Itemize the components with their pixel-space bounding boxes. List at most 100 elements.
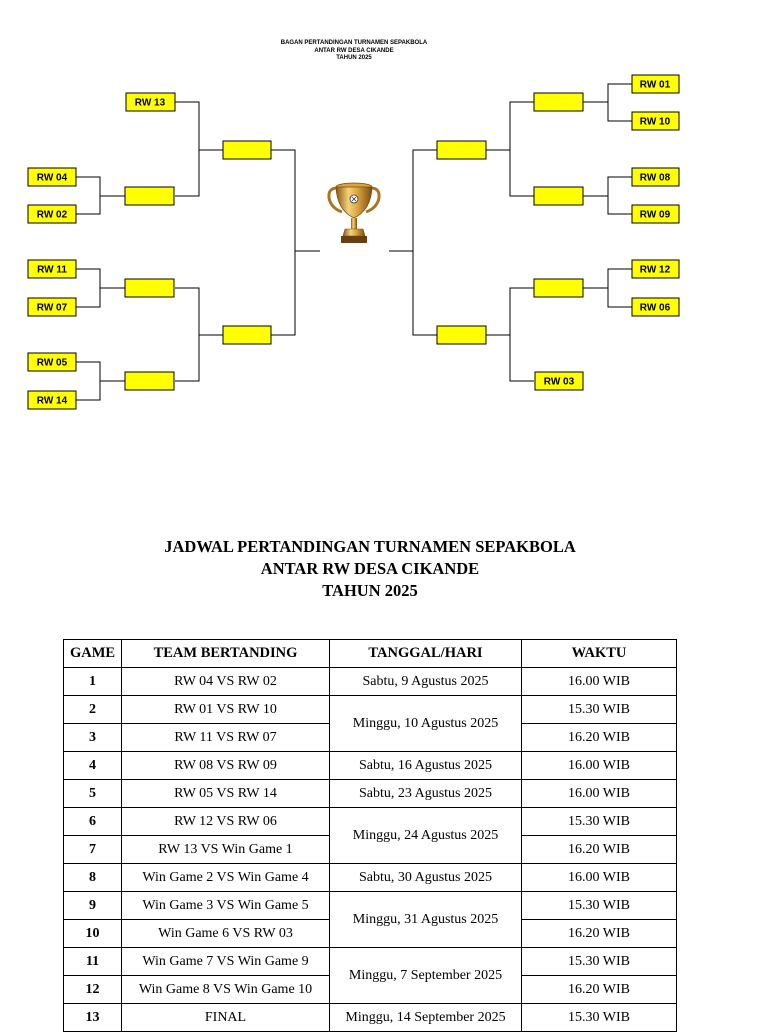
time-cell: 15.30 WIB bbox=[521, 947, 677, 976]
team-label-left-5: RW 07 bbox=[37, 303, 68, 314]
date-cell: Minggu, 7 September 2025 bbox=[329, 947, 522, 1004]
teams-cell: RW 13 VS Win Game 1 bbox=[121, 835, 330, 864]
winner-box-left-game-5 bbox=[124, 371, 175, 391]
team-label-right-5: RW 12 bbox=[640, 265, 671, 276]
game-number-cell: 10 bbox=[63, 919, 122, 948]
teams-cell: RW 01 VS RW 10 bbox=[121, 695, 330, 724]
game-number-cell: 4 bbox=[63, 751, 122, 780]
bracket-line bbox=[607, 176, 632, 215]
team-box-right-7 bbox=[534, 371, 584, 391]
team-box-left-4 bbox=[27, 259, 77, 279]
header-time: WAKTU bbox=[521, 639, 677, 668]
trophy-icon bbox=[327, 182, 381, 243]
time-cell: 16.00 WIB bbox=[521, 779, 677, 808]
team-label-right-4: RW 09 bbox=[640, 210, 671, 221]
winner-box-left-game-3 bbox=[124, 278, 175, 298]
date-cell: Sabtu, 9 Agustus 2025 bbox=[329, 667, 522, 696]
team-label-right-7: RW 03 bbox=[544, 377, 575, 388]
team-label-left-6: RW 05 bbox=[37, 358, 68, 369]
time-cell: 16.00 WIB bbox=[521, 667, 677, 696]
bracket-line bbox=[76, 176, 101, 215]
team-boxes-left bbox=[27, 92, 176, 410]
tournament-bracket: RW 13 RW 04 RW 02 RW 11 RW 07 RW 05 RW 1… bbox=[27, 74, 680, 410]
teams-cell: RW 08 VS RW 09 bbox=[121, 751, 330, 780]
team-label-right-1: RW 01 bbox=[640, 80, 671, 91]
team-label-left-7: RW 14 bbox=[37, 396, 68, 407]
team-box-right-6 bbox=[631, 297, 680, 317]
schedule-title-line-2: ANTAR RW DESA CIKANDE bbox=[260, 559, 480, 578]
header-team: TEAM BERTANDING bbox=[121, 639, 330, 668]
winner-box-right-game-10 bbox=[436, 325, 487, 345]
bracket-line bbox=[509, 287, 534, 382]
date-cell: Minggu, 14 September 2025 bbox=[329, 1003, 522, 1032]
winner-box-right-game-2 bbox=[533, 92, 584, 112]
bracket-lines bbox=[76, 83, 632, 401]
bracket-line bbox=[175, 287, 200, 382]
winner-box-left-game-7 bbox=[222, 140, 272, 160]
teams-cell: Win Game 3 VS Win Game 5 bbox=[121, 891, 330, 920]
bracket-line bbox=[509, 101, 534, 197]
bracket-line bbox=[607, 268, 632, 308]
time-cell: 16.20 WIB bbox=[521, 975, 677, 1004]
time-cell: 16.00 WIB bbox=[521, 751, 677, 780]
header-game: GAME bbox=[63, 639, 122, 668]
team-label-left-4: RW 11 bbox=[37, 265, 67, 276]
teams-cell: RW 04 VS RW 02 bbox=[121, 667, 330, 696]
time-cell: 15.30 WIB bbox=[521, 807, 677, 836]
date-cell: Minggu, 10 Agustus 2025 bbox=[329, 695, 522, 752]
teams-cell: RW 12 VS RW 06 bbox=[121, 807, 330, 836]
team-boxes-right bbox=[534, 74, 680, 391]
game-number-cell: 9 bbox=[63, 891, 122, 920]
game-number-cell: 11 bbox=[63, 947, 122, 976]
team-label-left-1: RW 13 bbox=[135, 98, 166, 109]
bracket-line bbox=[175, 101, 200, 197]
date-cell: Sabtu, 30 Agustus 2025 bbox=[329, 863, 522, 892]
team-box-left-6 bbox=[27, 352, 77, 372]
date-cell: Sabtu, 23 Agustus 2025 bbox=[329, 779, 522, 808]
team-box-left-5 bbox=[27, 297, 77, 317]
bracket-title-line-1: BAGAN PERTANDINGAN TURNAMEN SEPAKBOLA bbox=[280, 40, 428, 46]
teams-cell: RW 05 VS RW 14 bbox=[121, 779, 330, 808]
schedule-title-line-1: JADWAL PERTANDINGAN TURNAMEN SEPAKBOLA bbox=[164, 537, 576, 556]
bracket-title-line-2: ANTAR RW DESA CIKANDE bbox=[314, 47, 394, 54]
team-label-right-6: RW 06 bbox=[640, 303, 671, 314]
team-box-left-3 bbox=[27, 204, 77, 224]
bracket-line bbox=[76, 268, 101, 308]
game-number-cell: 5 bbox=[63, 779, 122, 808]
game-number-cell: 13 bbox=[63, 1003, 122, 1032]
game-number-cell: 3 bbox=[63, 723, 122, 752]
team-box-right-3 bbox=[631, 167, 680, 187]
team-labels-left: RW 13 RW 04 RW 02 RW 11 RW 07 RW 05 RW 1… bbox=[37, 98, 166, 407]
game-number-cell: 7 bbox=[63, 835, 122, 864]
team-box-right-5 bbox=[631, 259, 680, 279]
teams-cell: Win Game 7 VS Win Game 9 bbox=[121, 947, 330, 976]
time-cell: 16.20 WIB bbox=[521, 835, 677, 864]
team-label-right-2: RW 10 bbox=[640, 117, 671, 128]
header-date: TANGGAL/HARI bbox=[329, 639, 522, 668]
game-number-cell: 2 bbox=[63, 695, 122, 724]
bracket-title: BAGAN PERTANDINGAN TURNAMEN SEPAKBOLA AN… bbox=[0, 40, 708, 63]
date-cell: Minggu, 24 Agustus 2025 bbox=[329, 807, 522, 864]
schedule-title: JADWAL PERTANDINGAN TURNAMEN SEPAKBOLA A… bbox=[0, 536, 740, 602]
teams-cell: RW 11 VS RW 07 bbox=[121, 723, 330, 752]
bracket-line bbox=[76, 361, 101, 401]
team-box-right-2 bbox=[631, 111, 680, 131]
time-cell: 16.20 WIB bbox=[521, 723, 677, 752]
time-cell: 16.00 WIB bbox=[521, 863, 677, 892]
teams-cell: Win Game 2 VS Win Game 4 bbox=[121, 863, 330, 892]
team-labels-right: RW 01 RW 10 RW 08 RW 09 RW 12 RW 06 RW 0… bbox=[544, 80, 671, 388]
team-label-left-3: RW 02 bbox=[37, 210, 68, 221]
teams-cell: FINAL bbox=[121, 1003, 330, 1032]
time-cell: 15.30 WIB bbox=[521, 1003, 677, 1032]
winner-boxes bbox=[124, 92, 584, 391]
